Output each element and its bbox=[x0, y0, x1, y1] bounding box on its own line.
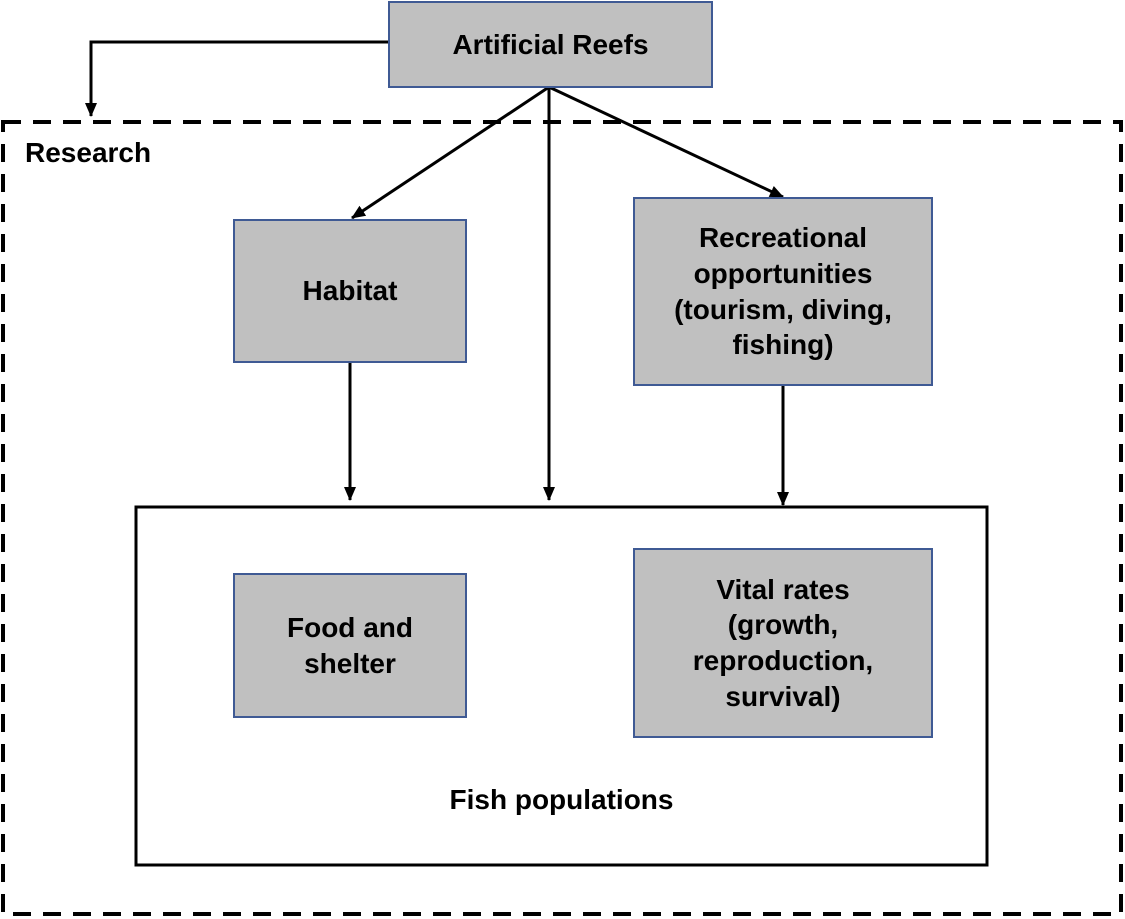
node-food-and-shelter: Food and shelter bbox=[233, 573, 467, 718]
node-habitat-label: Habitat bbox=[302, 275, 398, 307]
fish-populations-container bbox=[134, 505, 989, 867]
node-vital-rates-label: Vital rates (growth, reproduction, survi… bbox=[692, 573, 874, 712]
node-habitat: Habitat bbox=[233, 219, 467, 363]
fish-populations-label: Fish populations bbox=[449, 784, 674, 815]
node-recreational-opportunities: Recreational opportunities (tourism, div… bbox=[633, 197, 933, 386]
node-artificial-reefs-label: Artificial Reefs bbox=[452, 28, 649, 60]
node-recreational-opportunities-label: Recreational opportunities (tourism, div… bbox=[674, 222, 892, 361]
research-region-border bbox=[1, 120, 1123, 916]
research-region-label: Research bbox=[25, 137, 152, 168]
edge-reefs-to-habitat bbox=[351, 85, 550, 220]
node-artificial-reefs: Artificial Reefs bbox=[388, 1, 713, 88]
node-food-and-shelter-label: Food and shelter bbox=[287, 611, 413, 679]
node-vital-rates: Vital rates (growth, reproduction, survi… bbox=[633, 548, 933, 738]
edge-reefs-to-research bbox=[85, 40, 388, 117]
edge-reefs-to-recreational bbox=[548, 85, 784, 199]
